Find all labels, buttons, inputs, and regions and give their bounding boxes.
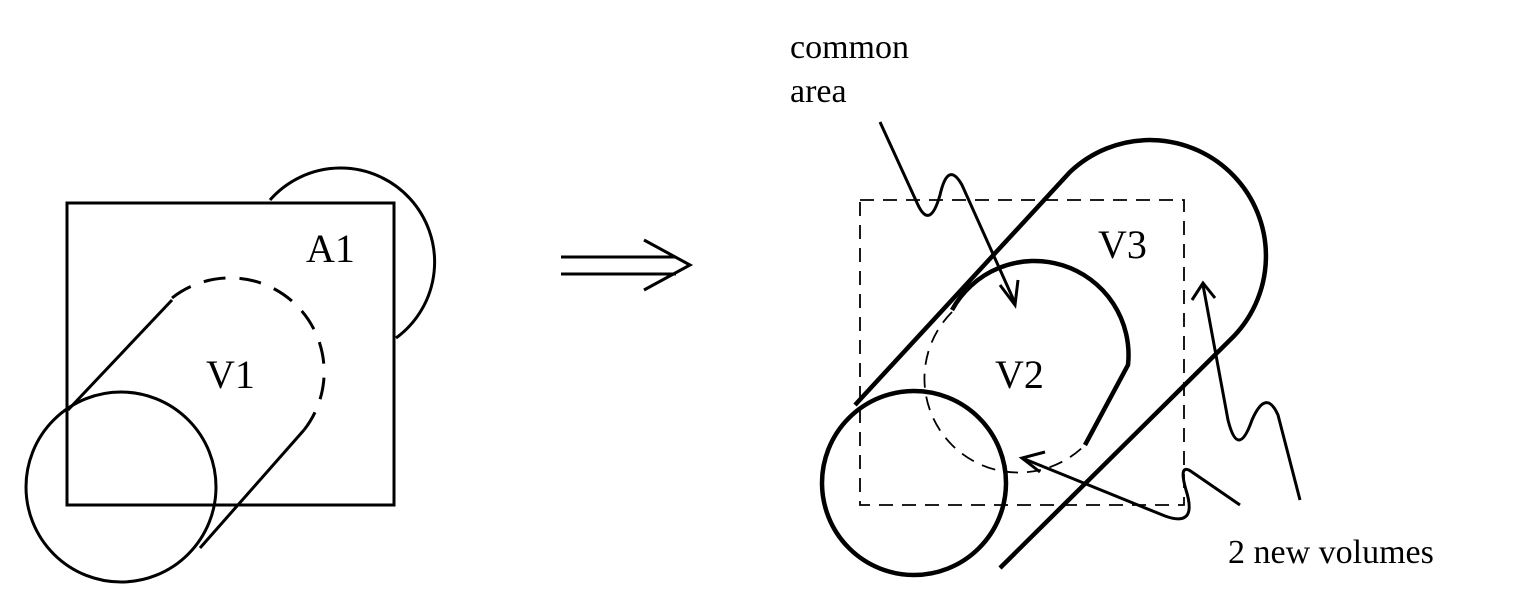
cylinder-top-edge [66, 298, 174, 412]
cylinder-back-cap [268, 166, 437, 340]
area-a1-rectangle [65, 201, 396, 507]
leader-new-volumes-v3 [1201, 284, 1302, 501]
implies-arrow [561, 238, 694, 292]
leader-new-volumes-v3-head [1190, 280, 1217, 301]
leader-new-volumes-lower-head [1018, 450, 1046, 474]
leader-common-area [878, 121, 1017, 304]
leader-common-area-head [998, 279, 1020, 309]
label-new-volumes: 2 new volumes [1228, 534, 1434, 571]
volume-v3-outline [853, 137, 1269, 570]
former-area-dashed-square [859, 199, 1185, 506]
label-common-line2: area [790, 73, 847, 110]
leader-new-volumes-lower [1021, 456, 1241, 521]
label-v3: V3 [1098, 222, 1147, 267]
implies-symbol: ⟹ [0, 0, 2, 1]
cylinder-front-cap [24, 390, 218, 584]
cylinder-front-cap-right [819, 388, 1009, 578]
cylinder-back-cap-hidden [171, 276, 326, 431]
label-v2: V2 [995, 352, 1044, 397]
volume-v2-hidden [923, 311, 1086, 474]
cylinder-bottom-edge [198, 429, 306, 549]
label-common-line1: common [790, 29, 909, 66]
label-v1: V1 [206, 352, 255, 397]
before-group: A1 V1 [24, 166, 437, 584]
after-group: V3 V2 common area 2 new volumes [790, 29, 1434, 578]
label-a1: A1 [306, 226, 355, 271]
volume-v2-outline [950, 258, 1131, 447]
